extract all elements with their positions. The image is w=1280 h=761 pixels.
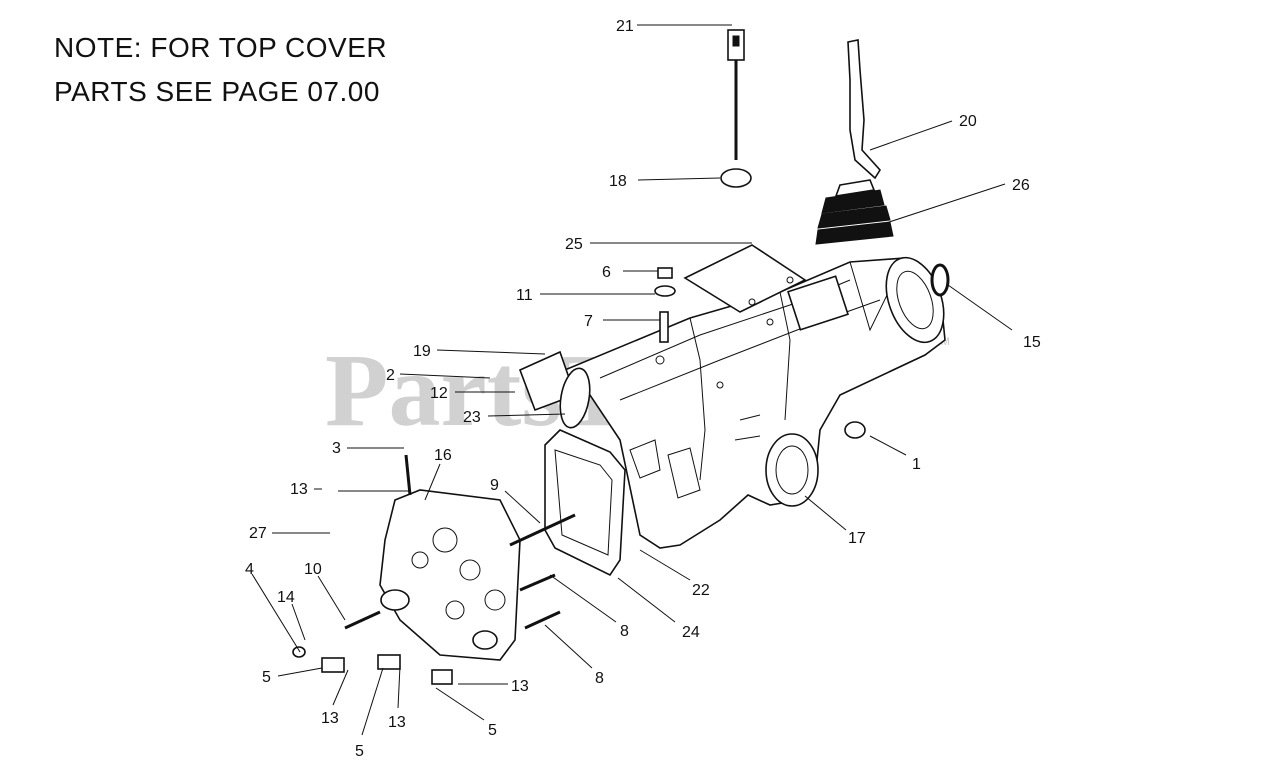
leader-lines <box>251 24 1013 736</box>
callout-6: 6 <box>602 264 611 281</box>
callout-22: 22 <box>692 582 710 599</box>
dipstick <box>727 29 745 160</box>
callout-9: 9 <box>490 477 499 494</box>
bolt-lower-1 <box>321 657 345 673</box>
note-line-2: PARTS SEE PAGE 07.00 <box>54 76 380 107</box>
callout-13-center: 13 <box>388 714 406 731</box>
callout-27: 27 <box>249 525 267 542</box>
cap-gasket <box>559 367 591 429</box>
bolt-lower-2 <box>377 654 401 670</box>
shift-boot <box>815 179 894 245</box>
callout-5-left: 5 <box>262 669 271 686</box>
callout-20: 20 <box>959 113 977 130</box>
callout-13-right: 13 <box>511 678 529 695</box>
front-housing <box>379 489 521 661</box>
callout-13-left: 13 <box>321 710 339 727</box>
callout-4: 4 <box>245 561 254 578</box>
callout-2: 2 <box>386 367 395 384</box>
seal-ring <box>930 263 950 297</box>
callout-13-upper: 13 <box>290 481 308 498</box>
callout-26: 26 <box>1012 177 1030 194</box>
callout-25: 25 <box>565 236 583 253</box>
callouts: 21 20 26 18 25 6 11 7 15 19 2 12 23 1 3 … <box>245 18 1041 760</box>
note-line-1: NOTE: FOR TOP COVER <box>54 32 388 63</box>
nut-lower <box>292 646 306 658</box>
callout-10: 10 <box>304 561 322 578</box>
callout-12: 12 <box>430 385 448 402</box>
dipstick-seal <box>720 168 752 188</box>
callout-23: 23 <box>463 409 481 426</box>
callout-3: 3 <box>332 440 341 457</box>
callout-1: 1 <box>912 456 921 473</box>
callout-21: 21 <box>616 18 634 35</box>
callout-17: 17 <box>848 530 866 547</box>
bolt <box>659 311 669 343</box>
callout-24: 24 <box>682 624 700 641</box>
callout-7: 7 <box>584 313 593 330</box>
bolt-lower-3 <box>431 669 453 685</box>
washer <box>654 285 676 297</box>
callout-16: 16 <box>434 447 452 464</box>
callout-8-lower: 8 <box>595 670 604 687</box>
callout-8-upper: 8 <box>620 623 629 640</box>
callout-5-bottom: 5 <box>355 743 364 760</box>
callout-18: 18 <box>609 173 627 190</box>
callout-19: 19 <box>413 343 431 360</box>
callout-5-right: 5 <box>488 722 497 739</box>
callout-14: 14 <box>277 589 295 606</box>
top-cover-plate <box>683 244 807 313</box>
drain-plug <box>844 421 866 439</box>
shift-lever <box>847 39 881 180</box>
side-cover-gasket <box>544 429 626 577</box>
fitting <box>657 267 673 279</box>
callout-11: 11 <box>516 287 533 304</box>
callout-15: 15 <box>1023 334 1041 351</box>
